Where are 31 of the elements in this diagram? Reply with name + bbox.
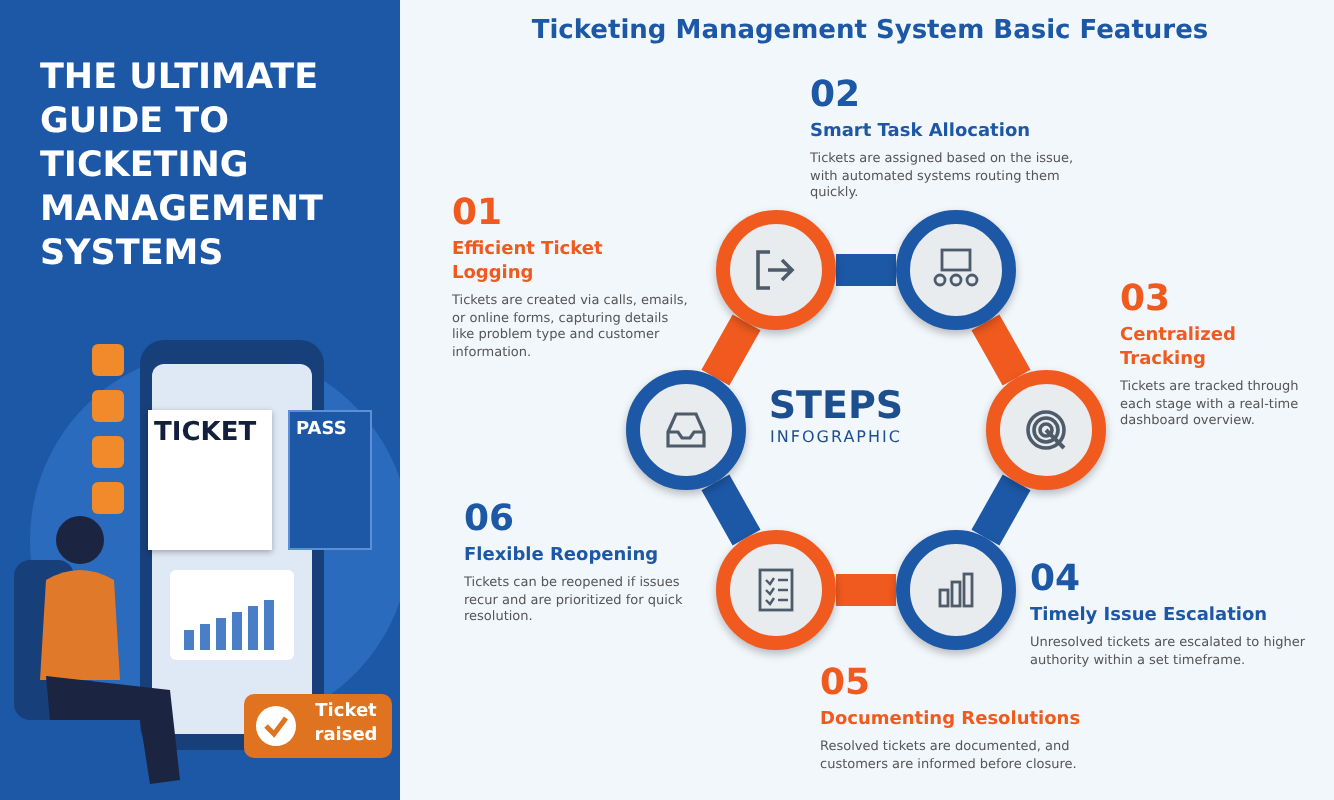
step-heading: Documenting Resolutions <box>820 708 1083 732</box>
step-circle <box>986 370 1106 490</box>
ring-band <box>701 474 761 546</box>
pass-heading: PASS <box>296 420 347 440</box>
poster-title: THE ULTIMATE GUIDE TO TICKETING MANAGEMENT SYSTEMS <box>40 56 325 276</box>
step-circle <box>716 530 836 650</box>
ring-band <box>701 314 761 386</box>
step-heading: Centralized Tracking <box>1120 324 1238 372</box>
center-heading: STEPS <box>766 384 906 428</box>
status-text: Ticket raised <box>312 700 380 748</box>
step-heading: Smart Task Allocation <box>810 120 1033 144</box>
step-circle <box>626 370 746 490</box>
step-circle <box>896 210 1016 330</box>
ticket-heading: TICKET <box>154 418 257 448</box>
ring-band <box>836 574 896 606</box>
step-number: 04 <box>1030 560 1083 600</box>
step-number: 01 <box>452 194 505 234</box>
section-heading: Ticketing Management System Basic Features <box>529 16 1211 46</box>
step-circle <box>716 210 836 330</box>
step-number: 05 <box>820 664 873 704</box>
center-subheading: INFOGRAPHIC <box>768 428 904 446</box>
step-heading: Timely Issue Escalation <box>1030 604 1270 628</box>
step-heading: Efficient Ticket Logging <box>452 238 605 286</box>
ring-band <box>971 314 1031 386</box>
step-number: 06 <box>464 500 517 540</box>
ring-band <box>971 474 1031 546</box>
step-number: 02 <box>810 76 863 116</box>
ring-band <box>836 254 896 286</box>
step-number: 03 <box>1120 280 1173 320</box>
step-circle <box>896 530 1016 650</box>
step-heading: Flexible Reopening <box>464 544 661 568</box>
